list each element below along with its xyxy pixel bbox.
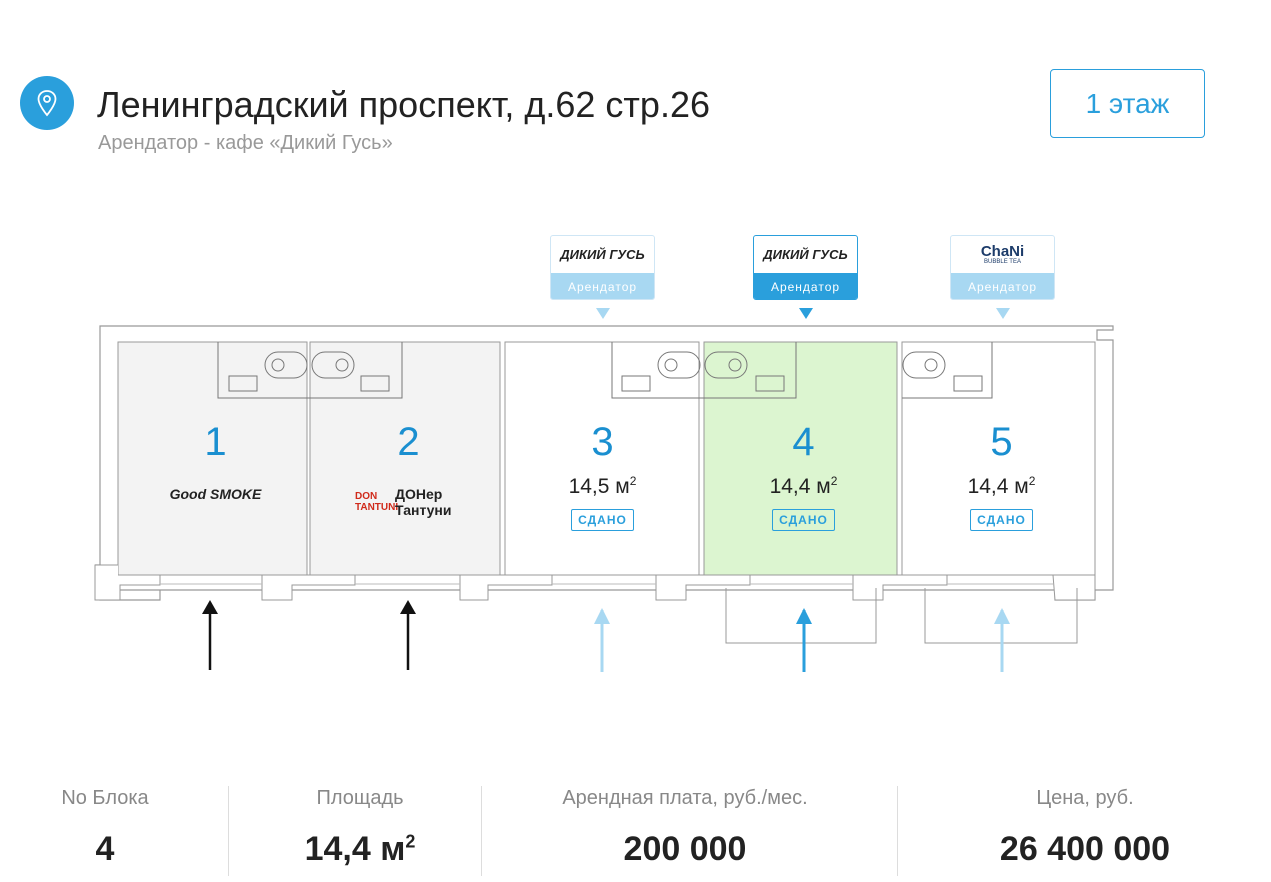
divider <box>897 786 898 876</box>
stat-price: Цена, руб.26 400 000 <box>999 787 1171 868</box>
block-3-shape[interactable] <box>504 341 700 576</box>
tenant-tag-block-3[interactable]: ДИКИЙ ГУСЬ Арендатор <box>550 235 655 300</box>
block-area: 14,4 м2 <box>967 474 1036 498</box>
tenant-tag-block-4[interactable]: ДИКИЙ ГУСЬ Арендатор <box>753 235 858 300</box>
toilet-fixtures <box>217 342 993 399</box>
tenant-label: Арендатор <box>551 273 654 299</box>
page-subtitle: Арендатор - кафе «Дикий Гусь» <box>98 132 393 154</box>
block-5-shape[interactable] <box>901 341 1096 576</box>
status-badge: СДАНО <box>970 509 1033 531</box>
block-number: 2 <box>397 420 420 464</box>
tenant-label: Арендатор <box>754 273 857 299</box>
block-4-shape[interactable] <box>703 341 898 576</box>
location-pin-icon <box>20 76 74 130</box>
tenant-logo: ChaNi <box>980 243 1025 260</box>
entrance-arrow-icon <box>400 600 416 670</box>
block-brand-line2: Тантуни <box>395 502 452 519</box>
status-badge: СДАНО <box>772 509 835 531</box>
page-title: Ленинградский проспект, д.62 стр.26 <box>97 84 710 125</box>
entrance-arrow-icon <box>796 608 812 672</box>
floor-plan <box>94 325 1114 672</box>
block-number: 4 <box>792 420 815 464</box>
pointer-triangle-icon <box>596 308 610 319</box>
entrance-arrows <box>202 600 1010 672</box>
floor-selector-button[interactable]: 1 этаж <box>1050 69 1205 138</box>
status-badge: СДАНО <box>571 509 634 531</box>
doner-logo: DON TANTUNI <box>355 491 399 514</box>
pointer-triangle-icon <box>996 308 1010 319</box>
block-2-shape[interactable] <box>309 341 501 576</box>
tenant-logo: ДИКИЙ ГУСЬ <box>560 247 645 262</box>
entrance-arrow-icon <box>202 600 218 670</box>
pointer-triangle-icon <box>799 308 813 319</box>
divider <box>481 786 482 876</box>
block-1-shape[interactable] <box>117 341 308 576</box>
block-number: 1 <box>204 420 227 464</box>
entrance-arrow-icon <box>994 608 1010 672</box>
tenant-logo: ДИКИЙ ГУСЬ <box>763 247 848 262</box>
block-number: 3 <box>591 420 614 464</box>
tenant-logo-sub: BUBBLE TEA <box>984 259 1021 265</box>
block-brand-line1: ДОНер <box>395 486 443 502</box>
tenant-label: Арендатор <box>951 273 1054 299</box>
block-area: 14,5 м2 <box>568 474 637 498</box>
divider <box>228 786 229 876</box>
entrance-arrow-icon <box>594 608 610 672</box>
stat-rent: Арендная плата, руб./мес.200 000 <box>562 787 808 868</box>
wall-pillars <box>94 564 1096 601</box>
block-number: 5 <box>990 420 1013 464</box>
block-brand: Good SMOKE <box>169 486 262 502</box>
block-area: 14,4 м2 <box>769 474 838 498</box>
